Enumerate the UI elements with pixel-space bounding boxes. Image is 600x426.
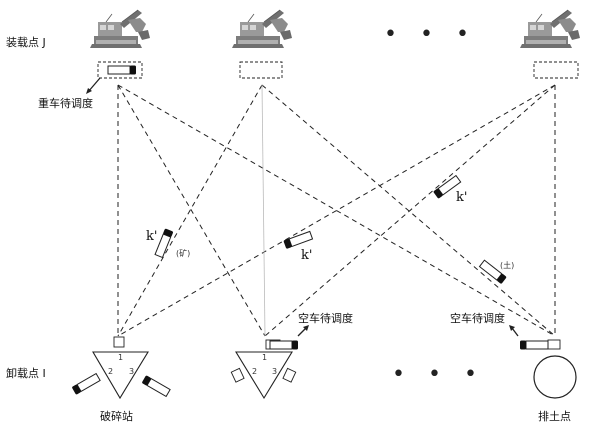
unload-box-1 [113,336,125,348]
crusher-dock-1: 1 [118,353,124,362]
loading-bay-1 [97,61,143,79]
excavator-icon-1 [89,9,151,49]
route-thin [261,84,266,337]
station2-dock-2: 2 [252,367,258,376]
route-lines [117,84,556,337]
loaded-wait-label: 重车待调度 [38,97,93,110]
station2-dock-1: 1 [262,353,268,362]
crusher-triangle-icon-2 [235,351,293,400]
crusher-dock-2: 2 [108,367,114,376]
truck-icon-unload-a [71,372,101,396]
soil-tag: (土) [500,261,515,270]
excavator-icon-3 [519,9,581,49]
crusher-dock-3: 3 [129,367,135,376]
truck-icon-k2 [282,230,314,250]
truck-icon-empty-2 [519,340,549,350]
empty-wait-label-1: 空车待调度 [298,312,353,325]
unloading-points-label: 卸载点 I [6,367,46,380]
k-prime-label-2: k' [301,248,313,263]
loading-bay-3 [533,61,579,79]
k-prime-label-3: k' [456,190,468,205]
truck-icon-empty-1 [269,340,299,350]
ellipsis-bottom: • • • [392,362,485,387]
crusher-triangle-icon-1 [92,351,149,400]
unload-box-3 [547,339,561,350]
loading-bay-2 [239,61,283,79]
station2-dock-3: 3 [272,367,278,376]
loading-points-label: 装载点 J [6,36,46,49]
truck-icon-loaded [107,65,137,75]
ellipsis-top: • • • [384,22,477,47]
k-prime-label-1: k' [146,229,158,244]
empty-wait-label-2: 空车待调度 [450,312,505,325]
dump-circle-icon [533,355,577,399]
truck-icon-unload-b [141,374,171,398]
crushing-station-label: 破碎站 [100,410,133,423]
dump-site-label: 排土点 [538,410,571,423]
excavator-icon-2 [231,9,293,49]
ore-tag: (矿) [176,249,191,258]
